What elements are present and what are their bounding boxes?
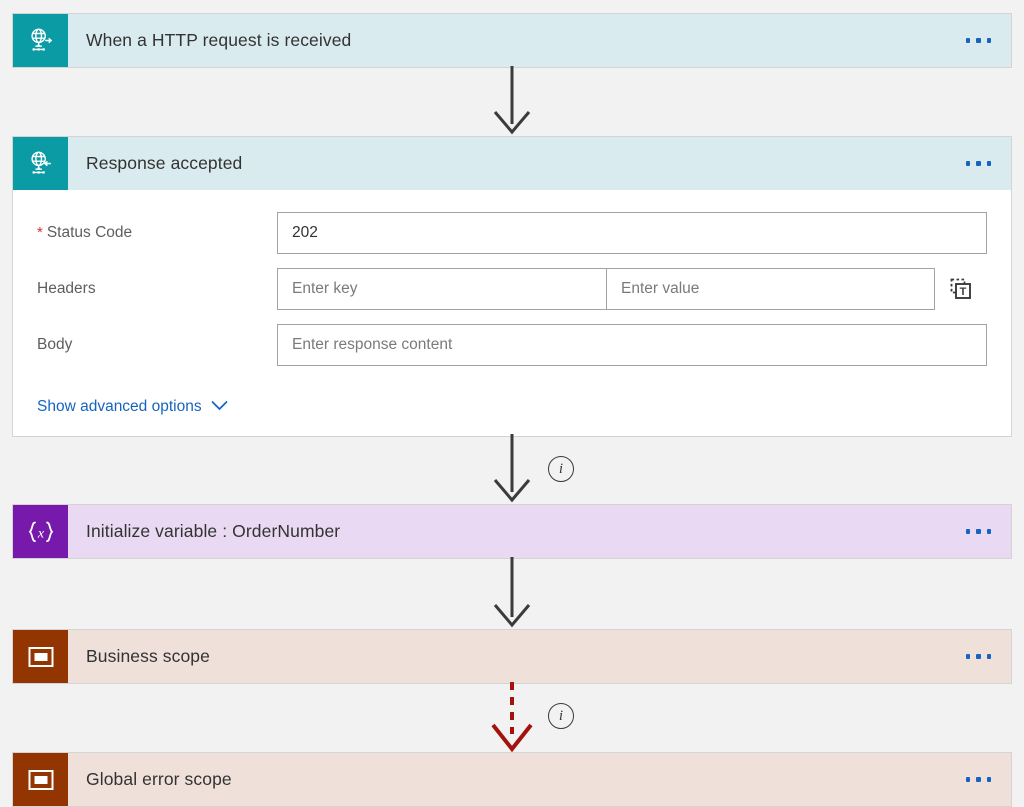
- http-response-globe-icon: [13, 137, 68, 190]
- card-menu-button[interactable]: [962, 153, 996, 174]
- header-value-input[interactable]: [606, 268, 935, 310]
- connector-trigger-to-response: [0, 66, 1024, 136]
- status-code-field: [277, 212, 987, 254]
- svg-text:x: x: [36, 526, 44, 541]
- flow-card-global-error-scope[interactable]: Global error scope: [12, 752, 1012, 807]
- body-label: Body: [37, 336, 73, 353]
- card-titlebar: Initialize variable : OrderNumber: [68, 505, 1011, 558]
- status-code-label: Status Code: [46, 224, 133, 241]
- card-menu-button[interactable]: [962, 646, 996, 667]
- connector-response-to-variable: i: [0, 434, 1024, 504]
- show-advanced-options-label: Show advanced options: [37, 398, 202, 415]
- card-title: Initialize variable : OrderNumber: [86, 521, 341, 541]
- body-label-group: Body: [37, 336, 277, 354]
- card-titlebar: Business scope: [68, 630, 1011, 683]
- card-menu-button[interactable]: [962, 521, 996, 542]
- card-titlebar: Response accepted: [68, 137, 1011, 190]
- scope-rectangle-icon: [13, 630, 68, 683]
- headers-field: T: [277, 268, 987, 310]
- card-menu-button[interactable]: [962, 769, 996, 790]
- card-title: Response accepted: [86, 153, 243, 173]
- card-header[interactable]: When a HTTP request is received: [13, 14, 1011, 67]
- headers-label: Headers: [37, 280, 96, 297]
- form-row-body: Body: [37, 324, 987, 366]
- flow-card-response-accepted[interactable]: Response accepted * Status Code Headers: [12, 136, 1012, 437]
- flow-card-initialize-variable[interactable]: x Initialize variable : OrderNumber: [12, 504, 1012, 559]
- flow-card-business-scope[interactable]: Business scope: [12, 629, 1012, 684]
- card-menu-button[interactable]: [962, 30, 996, 51]
- status-code-label-group: * Status Code: [37, 224, 277, 242]
- flow-card-trigger-http[interactable]: When a HTTP request is received: [12, 13, 1012, 68]
- card-title: Global error scope: [86, 769, 232, 789]
- response-form: * Status Code Headers: [13, 190, 1011, 436]
- card-header[interactable]: Business scope: [13, 630, 1011, 683]
- form-row-headers: Headers T: [37, 268, 987, 310]
- body-input[interactable]: [277, 324, 987, 366]
- connector-business-to-error-scope: i: [0, 682, 1024, 753]
- show-advanced-options-link[interactable]: Show advanced options: [37, 398, 228, 416]
- required-asterisk: *: [37, 224, 43, 241]
- connector-variable-to-business-scope: [0, 557, 1024, 629]
- svg-text:T: T: [960, 286, 967, 298]
- chevron-down-icon: [210, 398, 228, 416]
- header-key-input[interactable]: [277, 268, 606, 310]
- connector-info-icon[interactable]: i: [548, 703, 574, 729]
- connector-info-icon[interactable]: i: [548, 456, 574, 482]
- card-title: Business scope: [86, 646, 210, 666]
- card-titlebar: Global error scope: [68, 753, 1011, 806]
- card-header[interactable]: x Initialize variable : OrderNumber: [13, 505, 1011, 558]
- card-titlebar: When a HTTP request is received: [68, 14, 1011, 67]
- scope-rectangle-icon: [13, 753, 68, 806]
- headers-key-value-pair: [277, 268, 935, 310]
- card-title: When a HTTP request is received: [86, 30, 352, 50]
- body-field: [277, 324, 987, 366]
- headers-label-group: Headers: [37, 280, 277, 298]
- form-row-status-code: * Status Code: [37, 212, 987, 254]
- variable-braces-icon: x: [13, 505, 68, 558]
- card-header[interactable]: Global error scope: [13, 753, 1011, 806]
- switch-to-text-mode-icon[interactable]: T: [935, 276, 987, 302]
- http-request-globe-icon: [13, 14, 68, 67]
- card-header[interactable]: Response accepted: [13, 137, 1011, 190]
- status-code-input[interactable]: [277, 212, 987, 254]
